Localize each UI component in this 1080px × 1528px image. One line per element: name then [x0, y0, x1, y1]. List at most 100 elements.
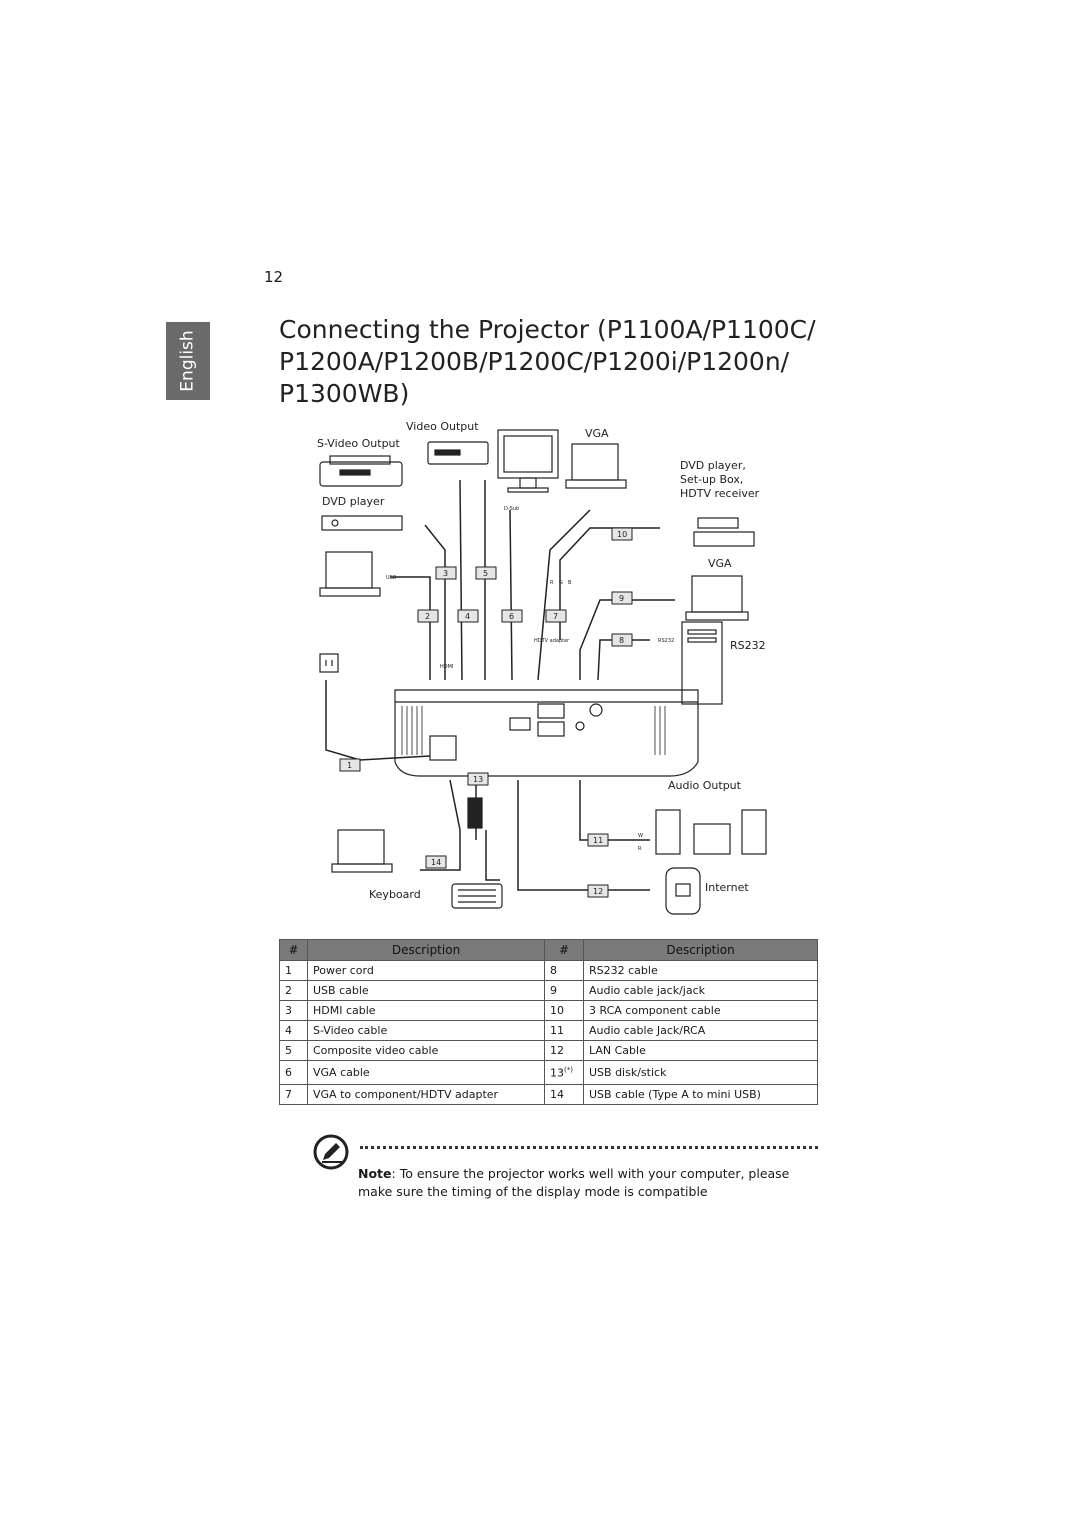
row-number: 3 — [279, 1000, 308, 1021]
row-number: 7 — [279, 1084, 308, 1105]
connection-diagram: Video Output S-Video Output VGA DVD play… — [317, 420, 767, 915]
row-description: LAN Cable — [583, 1040, 818, 1061]
label-hdtv-receiver: HDTV receiver — [680, 487, 760, 500]
row-description: USB disk/stick — [583, 1060, 818, 1085]
row-number: 12 — [544, 1040, 584, 1061]
label-vga-right: VGA — [708, 557, 732, 570]
row-number: 11 — [544, 1020, 584, 1041]
dvd-small-device — [321, 515, 403, 531]
language-tab-label: English — [178, 330, 199, 392]
row-number: 5 — [279, 1040, 308, 1061]
row-number-value: 13 — [550, 1066, 564, 1080]
row-number-footnote-mark: (*) — [564, 1065, 573, 1074]
callout-6: 6 — [509, 612, 514, 621]
callout-11: 11 — [593, 836, 603, 845]
table-row: 7 VGA to component/HDTV adapter 14 USB c… — [279, 1084, 818, 1105]
connector-w-label: W — [638, 833, 643, 839]
laptop-usb-device — [319, 551, 381, 597]
header-number-2: # — [544, 939, 584, 961]
header-description-2: Description — [583, 939, 818, 961]
vcr-device — [427, 441, 489, 465]
label-rs232: RS232 — [730, 639, 766, 652]
row-description: USB cable — [307, 980, 545, 1001]
power-outlet-icon — [319, 653, 339, 673]
page-number: 12 — [264, 268, 284, 286]
connector-dsub-label: D-Sub — [504, 506, 519, 512]
row-description: 3 RCA component cable — [583, 1000, 818, 1021]
connector-r-label: R — [550, 580, 554, 586]
pc-tower-device — [681, 621, 723, 705]
callout-5: 5 — [483, 569, 488, 578]
connector-hdmi-label: HDMI — [440, 664, 453, 670]
settop-box-device — [693, 517, 755, 547]
callout-10: 10 — [617, 530, 627, 539]
language-tab: English — [166, 322, 210, 400]
table-row: 3 HDMI cable 10 3 RCA component cable — [279, 1000, 818, 1021]
row-number: 1 — [279, 960, 308, 981]
label-audio-output: Audio Output — [668, 779, 742, 792]
label-dvd-player-settop: DVD player, — [680, 459, 746, 472]
row-number: 13(*) — [544, 1060, 584, 1085]
page-title: Connecting the Projector (P1100A/P1100C/… — [279, 315, 816, 408]
note-divider — [360, 1146, 818, 1149]
table-row: 4 S-Video cable 11 Audio cable Jack/RCA — [279, 1020, 818, 1041]
usb-stick-icon — [467, 797, 483, 829]
row-description: S-Video cable — [307, 1020, 545, 1041]
note-label: Note — [358, 1166, 392, 1181]
keyboard-device — [451, 883, 503, 909]
description-table: # Description # Description 1 Power cord… — [279, 939, 818, 1105]
callout-4: 4 — [465, 612, 470, 621]
row-description: Audio cable Jack/RCA — [583, 1020, 818, 1041]
table-row: 1 Power cord 8 RS232 cable — [279, 960, 818, 981]
callout-14: 14 — [431, 858, 441, 867]
note-pen-icon — [313, 1134, 349, 1170]
connector-rs232-label: RS232 — [658, 638, 674, 644]
row-description: USB cable (Type A to mini USB) — [583, 1084, 818, 1105]
row-number: 14 — [544, 1084, 584, 1105]
row-number: 4 — [279, 1020, 308, 1041]
label-setup-box: Set-up Box, — [680, 473, 743, 486]
header-number-1: # — [279, 939, 308, 961]
laptop-top-device — [565, 443, 627, 489]
row-description: Power cord — [307, 960, 545, 981]
connector-g-label: G — [559, 580, 563, 586]
row-number: 6 — [279, 1060, 308, 1085]
label-keyboard: Keyboard — [369, 888, 421, 901]
lan-port-icon — [665, 867, 701, 915]
label-s-video-output: S-Video Output — [317, 437, 401, 450]
label-internet: Internet — [705, 881, 749, 894]
table-row: 5 Composite video cable 12 LAN Cable — [279, 1040, 818, 1061]
row-number: 10 — [544, 1000, 584, 1021]
projector-device — [394, 689, 699, 777]
connector-hdtv-adapter-label: HDTV adapter — [534, 638, 570, 644]
label-vga-top: VGA — [585, 427, 609, 440]
callout-9: 9 — [619, 594, 624, 603]
note-body: : To ensure the projector works well wit… — [358, 1166, 790, 1199]
speakers-device — [655, 809, 767, 855]
table-row: 6 VGA cable 13(*) USB disk/stick — [279, 1060, 818, 1085]
callout-7: 7 — [553, 612, 558, 621]
label-dvd-player: DVD player — [322, 495, 385, 508]
callout-1: 1 — [347, 761, 352, 770]
monitor-device — [497, 429, 559, 493]
dvd-player-device — [319, 455, 403, 487]
note-text: Note: To ensure the projector works well… — [358, 1165, 818, 1201]
row-description: RS232 cable — [583, 960, 818, 981]
row-description: Composite video cable — [307, 1040, 545, 1061]
row-description: HDMI cable — [307, 1000, 545, 1021]
row-number: 2 — [279, 980, 308, 1001]
connector-usb-label: USB — [386, 575, 397, 581]
row-description: Audio cable jack/jack — [583, 980, 818, 1001]
row-description: VGA cable — [307, 1060, 545, 1085]
callout-2: 2 — [425, 612, 430, 621]
header-description-1: Description — [307, 939, 545, 961]
row-number: 8 — [544, 960, 584, 981]
row-description: VGA to component/HDTV adapter — [307, 1084, 545, 1105]
laptop-bottom-device — [331, 829, 393, 873]
laptop-vga-device — [685, 575, 749, 621]
callout-13: 13 — [473, 775, 483, 784]
connector-b-label: B — [568, 580, 572, 586]
callout-3: 3 — [443, 569, 448, 578]
label-video-output: Video Output — [406, 420, 479, 433]
row-number: 9 — [544, 980, 584, 1001]
